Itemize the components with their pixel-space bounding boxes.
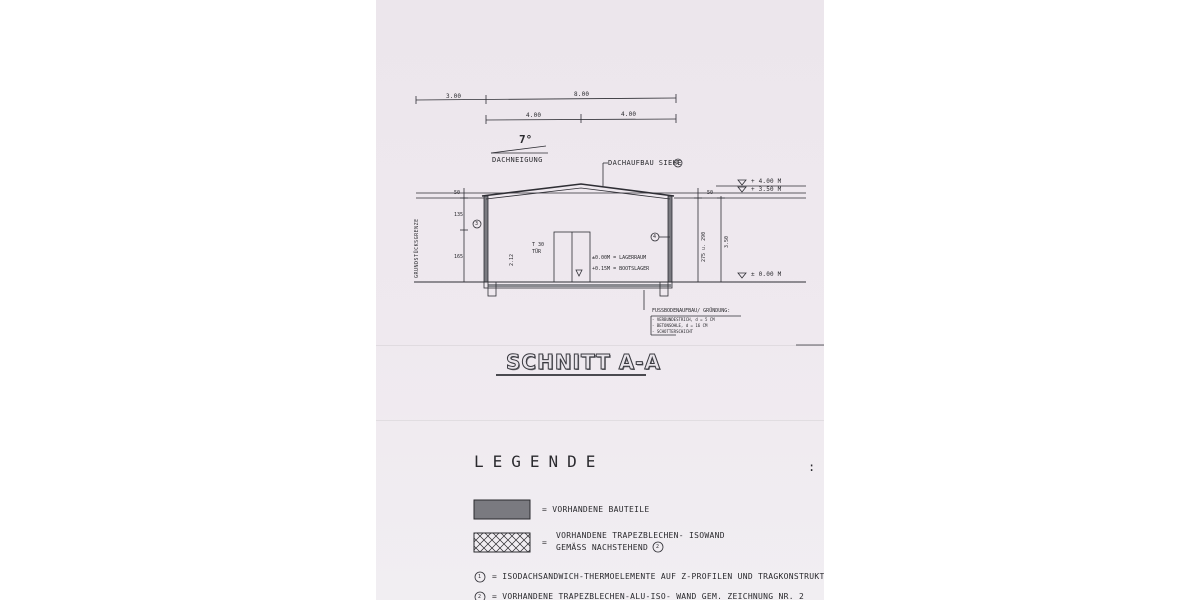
paper-fold xyxy=(376,345,824,346)
floor-layer-3: - SCHOTTERSCHICHT xyxy=(652,329,693,334)
legend-item-isowand-2: GEMÄSS NACHSTEHEND xyxy=(556,543,649,552)
legend-item-existing: = VORHANDENE BAUTEILE xyxy=(542,505,650,514)
wall-marker-right: 4 xyxy=(653,234,657,240)
dim-left-span: 3.00 xyxy=(446,93,462,100)
right-dim-3: 3.50 xyxy=(724,235,730,248)
angle-slope xyxy=(490,145,547,154)
roof-callout-marker: 1 xyxy=(676,160,680,166)
roof-callout: DACHAUFBAU SIEHE xyxy=(608,159,682,167)
section-title: SCHNITT A-A xyxy=(506,350,661,375)
level-marker xyxy=(575,269,583,277)
level-ground: ± 0.00 M xyxy=(751,271,782,278)
left-dim-3: 165 xyxy=(454,254,464,260)
door-height: 2.12 xyxy=(509,253,515,266)
right-foundation xyxy=(659,281,669,297)
legend-marker-1 xyxy=(474,571,486,583)
swatch-existing xyxy=(473,499,531,520)
room-note-2: +0.15M = BOOTSLAGER xyxy=(592,266,650,272)
roof-angle: 7° xyxy=(519,133,533,146)
swatch-crosshatch xyxy=(473,532,531,553)
right-dim-1: 50 xyxy=(707,190,714,196)
left-dim-1: 50 xyxy=(454,190,461,196)
legend-note-2: = VORHANDENE TRAPEZBLECHEN-ALU-ISO- WAND… xyxy=(492,592,805,600)
legend-item-isowand-1: VORHANDENE TRAPEZBLECHEN- ISOWAND xyxy=(556,531,725,540)
dim-total-span: 8.00 xyxy=(574,91,590,98)
boundary-label: GRUNDSTÜCKSGRENZE xyxy=(414,218,420,278)
floor-layer-1: - VERBUNDESTRICH, d = 5 CM xyxy=(652,317,715,322)
floor-buildup-heading: FUSSBODENAUFBAU/ GRÜNDUNG: xyxy=(652,308,731,314)
right-dim-2: 275 u. 290 xyxy=(701,231,707,262)
room-note-1: ±0.00M = LAGERRAUM xyxy=(592,255,647,261)
legend-note-1-marker: 1 xyxy=(478,574,482,580)
wall-marker-left: 3 xyxy=(475,221,479,227)
left-wall xyxy=(483,195,489,283)
left-dim-2: 135 xyxy=(454,212,464,218)
roof-slope-label: DACHNEIGUNG xyxy=(492,156,543,164)
marker-1-drawing xyxy=(673,158,683,168)
section-title-underline xyxy=(496,374,646,376)
marker-3 xyxy=(472,219,482,229)
legend-note-1: = ISODACHSANDWICH-THERMOELEMENTE AUF Z-P… xyxy=(492,572,824,581)
dim-line-total xyxy=(415,97,677,101)
roof-inner xyxy=(485,187,671,200)
legend-marker-2 xyxy=(474,591,486,600)
legend-item-isowand-marker: 2 xyxy=(656,544,660,550)
door-rating: T 30 xyxy=(532,242,545,248)
door-label: TÜR xyxy=(532,249,542,255)
legend-colon: : xyxy=(808,460,816,474)
legend-inline-marker-2 xyxy=(652,541,664,553)
roof-line xyxy=(481,183,675,197)
floor-layer-2: - BETONSOHLE, d = 16 CM xyxy=(652,323,708,328)
right-wall xyxy=(667,195,673,283)
paper-fold xyxy=(376,420,824,421)
level-top: + 4.00 M xyxy=(751,178,782,185)
section-drawing xyxy=(414,94,824,600)
left-foundation xyxy=(487,281,497,297)
legend-note-2-marker: 2 xyxy=(478,594,482,600)
legend-item-equals: = xyxy=(542,538,548,547)
drawing-sheet: 3.00 8.00 4.00 4.00 7° DACHNEIGUNG DACHA… xyxy=(376,0,824,600)
dim-half-right: 4.00 xyxy=(621,111,637,118)
legend-heading: LEGENDE xyxy=(474,452,605,471)
dim-half-left: 4.00 xyxy=(526,112,542,119)
level-eave: + 3.50 M xyxy=(751,186,782,193)
